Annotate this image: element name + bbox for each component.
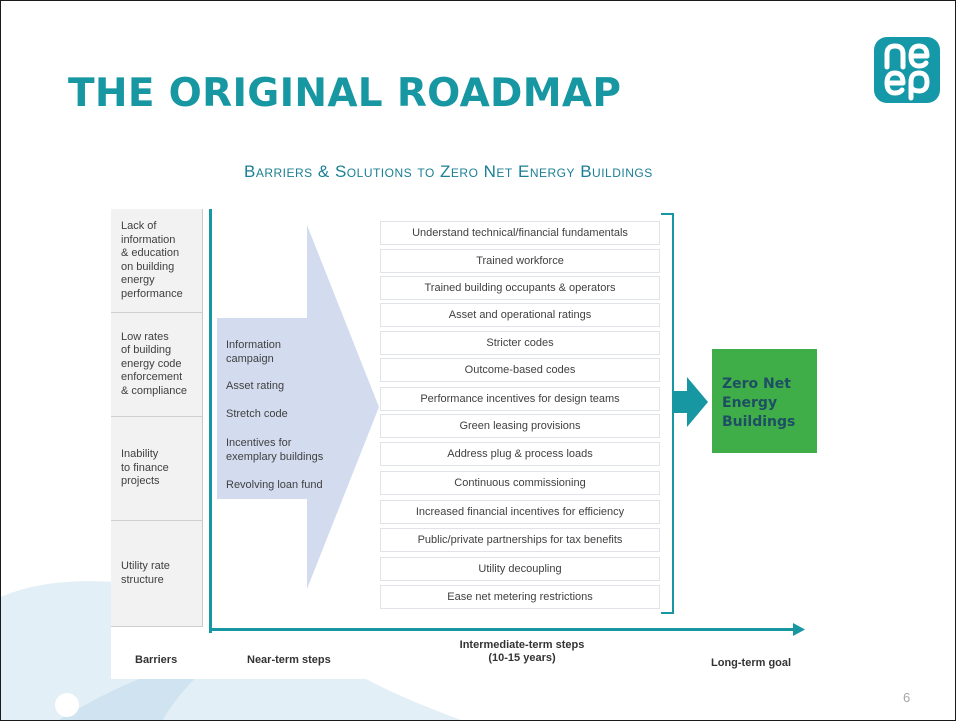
- near-term-arrow: [217, 225, 379, 589]
- intermediate-step: Asset and operational ratings: [380, 303, 660, 327]
- barrier-label: Lack of information & education on build…: [121, 220, 183, 300]
- background-circle: [55, 693, 79, 717]
- intermediate-step: Ease net metering restrictions: [380, 585, 660, 609]
- intermediate-step: Increased financial incentives for effic…: [380, 500, 660, 524]
- intermediate-step: Green leasing provisions: [380, 414, 660, 438]
- barriers-divider: [202, 209, 203, 627]
- near-term-step: Incentives for exemplary buildings: [226, 437, 324, 463]
- label-barriers: Barriers: [135, 654, 178, 666]
- barrier-utility-rate: Utility rate structure: [111, 521, 202, 627]
- intermediate-step: Understand technical/financial fundament…: [380, 221, 660, 245]
- intermediate-step: Trained workforce: [380, 249, 660, 273]
- label-intermediate: Intermediate-term steps (10-15 years): [459, 639, 585, 664]
- diagram-subtitle: Barriers & Solutions to Zero Net Energy …: [244, 162, 653, 181]
- barrier-label: Utility rate structure: [121, 560, 170, 586]
- timeline-arrow: [209, 623, 805, 636]
- timeline-vertical-axis: [209, 209, 212, 633]
- intermediate-step: Continuous commissioning: [380, 471, 660, 495]
- intermediate-bracket: [661, 213, 674, 614]
- intermediate-step: Trained building occupants & operators: [380, 276, 660, 300]
- neep-logo-mark: [884, 43, 930, 101]
- roadmap-diagram: Barriers & Solutions to Zero Net Energy …: [111, 151, 855, 679]
- barrier-label: Inability to finance projects: [121, 448, 169, 488]
- goal-label: Zero Net Energy Buildings: [722, 376, 796, 430]
- near-term-step: Information campaign: [226, 339, 282, 365]
- intermediate-step: Stricter codes: [380, 331, 660, 355]
- label-long-term: Long-term goal: [711, 657, 792, 669]
- near-term-step: Asset rating: [226, 380, 285, 392]
- barrier-finance: Inability to finance projects: [111, 417, 202, 521]
- intermediate-step: Outcome-based codes: [380, 358, 660, 382]
- intermediate-step: Utility decoupling: [380, 557, 660, 581]
- barrier-label: Low rates of building energy code enforc…: [121, 330, 188, 397]
- label-near-term: Near-term steps: [247, 654, 331, 666]
- slide-title: THE ORIGINAL ROADMAP: [68, 71, 622, 116]
- long-term-goal-box: Zero Net Energy Buildings: [712, 349, 817, 453]
- intermediate-step: Address plug & process loads: [380, 442, 660, 466]
- near-term-step: Revolving loan fund: [226, 479, 323, 491]
- barrier-code-enforcement: Low rates of building energy code enforc…: [111, 313, 202, 417]
- intermediate-step: Performance incentives for design teams: [380, 387, 660, 411]
- neep-logo: [874, 37, 940, 103]
- page-number: 6: [903, 690, 911, 705]
- near-term-step: Stretch code: [226, 408, 288, 420]
- barrier-information: Lack of information & education on build…: [111, 209, 202, 313]
- intermediate-step: Public/private partnerships for tax bene…: [380, 528, 660, 552]
- goal-arrow: [673, 377, 708, 427]
